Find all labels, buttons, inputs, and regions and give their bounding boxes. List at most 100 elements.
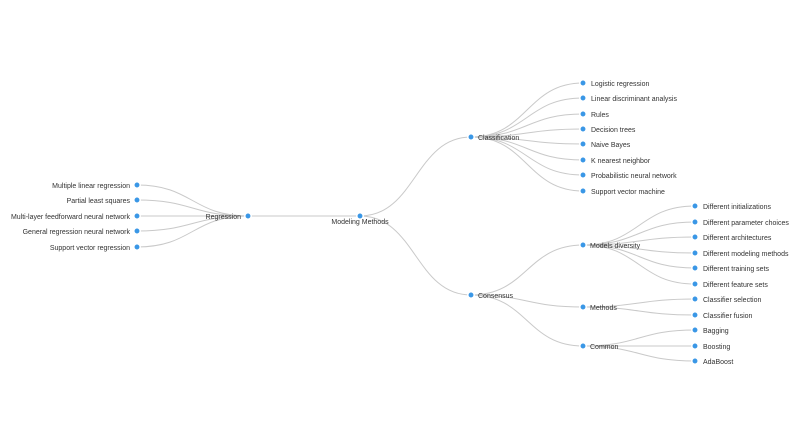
node-methods[interactable]: Methods: [579, 303, 618, 312]
link-different-initializations: [582, 205, 696, 246]
node-label: Rules: [591, 112, 609, 119]
node-dot[interactable]: [579, 303, 587, 311]
link-common: [470, 294, 584, 347]
node-label: Modeling Methods: [331, 219, 389, 226]
node-dot[interactable]: [579, 125, 587, 133]
node-dot[interactable]: [579, 110, 587, 118]
node-logistic-regression[interactable]: Logistic regression: [579, 79, 650, 88]
node-regression[interactable]: Regression: [206, 212, 252, 221]
node-dot[interactable]: [691, 264, 699, 272]
node-consensus[interactable]: Consensus: [467, 291, 514, 300]
node-label: Methods: [590, 305, 617, 312]
node-dot[interactable]: [691, 326, 699, 334]
node-different-modeling-methods[interactable]: Different modeling methods: [691, 249, 789, 258]
node-dot[interactable]: [133, 243, 141, 251]
link-adaboost: [582, 345, 696, 362]
node-dot[interactable]: [133, 212, 141, 220]
node-classifier-selection[interactable]: Classifier selection: [691, 295, 762, 304]
node-modeling-methods[interactable]: Modeling Methods: [331, 212, 389, 226]
link-different-parameter-choices: [582, 221, 696, 246]
node-label: Classification: [478, 135, 519, 142]
node-dot[interactable]: [133, 196, 141, 204]
node-label: Regression: [206, 214, 242, 221]
node-dot[interactable]: [467, 291, 475, 299]
node-label: Consensus: [478, 293, 514, 300]
node-label: Different training sets: [703, 266, 770, 273]
link-logistic-regression: [470, 82, 584, 138]
node-label: Support vector regression: [50, 245, 130, 252]
node-dot[interactable]: [356, 212, 364, 220]
node-support-vector-machine[interactable]: Support vector machine: [579, 187, 665, 196]
node-label: Models diversity: [590, 243, 641, 250]
node-multi-layer-feedforward-neural-network[interactable]: Multi-layer feedforward neural network: [11, 212, 141, 221]
node-dot[interactable]: [133, 227, 141, 235]
tree-links: [136, 82, 696, 362]
node-dot[interactable]: [579, 241, 587, 249]
link-different-feature-sets: [582, 244, 696, 285]
node-classification[interactable]: Classification: [467, 133, 520, 142]
link-classifier-fusion: [582, 306, 696, 316]
node-label: Decision trees: [591, 127, 636, 134]
link-classifier-selection: [582, 298, 696, 308]
node-label: Different architectures: [703, 235, 772, 242]
node-dot[interactable]: [579, 140, 587, 148]
node-dot[interactable]: [691, 218, 699, 226]
link-classification: [359, 136, 472, 217]
node-naive-bayes[interactable]: Naive Bayes: [579, 140, 631, 149]
node-dot[interactable]: [691, 311, 699, 319]
node-dot[interactable]: [579, 156, 587, 164]
node-label: Logistic regression: [591, 81, 649, 88]
node-different-initializations[interactable]: Different initializations: [691, 202, 772, 211]
node-dot[interactable]: [691, 249, 699, 257]
node-dot[interactable]: [579, 342, 587, 350]
link-rules: [470, 113, 584, 138]
node-multiple-linear-regression[interactable]: Multiple linear regression: [52, 181, 141, 190]
node-dot[interactable]: [691, 280, 699, 288]
node-rules[interactable]: Rules: [579, 110, 610, 119]
link-consensus: [359, 215, 472, 296]
node-label: Bagging: [703, 328, 729, 335]
node-probabilistic-neural-network[interactable]: Probabilistic neural network: [579, 171, 677, 180]
link-multiple-linear-regression: [136, 184, 249, 217]
node-bagging[interactable]: Bagging: [691, 326, 729, 335]
node-different-training-sets[interactable]: Different training sets: [691, 264, 770, 273]
node-linear-discriminant-analysis[interactable]: Linear discriminant analysis: [579, 94, 678, 103]
node-models-diversity[interactable]: Models diversity: [579, 241, 641, 250]
node-dot[interactable]: [579, 171, 587, 179]
node-boosting[interactable]: Boosting: [691, 342, 731, 351]
node-dot[interactable]: [133, 181, 141, 189]
node-label: Probabilistic neural network: [591, 173, 677, 180]
node-support-vector-regression[interactable]: Support vector regression: [50, 243, 141, 252]
node-dot[interactable]: [467, 133, 475, 141]
node-label: Different initializations: [703, 204, 771, 211]
node-adaboost[interactable]: AdaBoost: [691, 357, 734, 366]
node-dot[interactable]: [579, 94, 587, 102]
node-label: Naive Bayes: [591, 142, 631, 149]
link-probabilistic-neural-network: [470, 136, 584, 176]
node-label: Multi-layer feedforward neural network: [11, 214, 131, 221]
node-dot[interactable]: [691, 233, 699, 241]
node-dot[interactable]: [579, 79, 587, 87]
node-label: AdaBoost: [703, 359, 733, 366]
node-k-nearest-neighbor[interactable]: K nearest neighbor: [579, 156, 651, 165]
node-different-architectures[interactable]: Different architectures: [691, 233, 772, 242]
node-dot[interactable]: [691, 202, 699, 210]
node-common[interactable]: Common: [579, 342, 619, 351]
node-different-feature-sets[interactable]: Different feature sets: [691, 280, 769, 289]
link-models-diversity: [470, 244, 584, 296]
node-dot[interactable]: [579, 187, 587, 195]
node-classifier-fusion[interactable]: Classifier fusion: [691, 311, 753, 320]
node-partial-least-squares[interactable]: Partial least squares: [67, 196, 141, 205]
node-label: Boosting: [703, 344, 730, 351]
node-label: Classifier selection: [703, 297, 761, 304]
node-label: Different feature sets: [703, 282, 768, 289]
node-dot[interactable]: [244, 212, 252, 220]
node-dot[interactable]: [691, 295, 699, 303]
node-decision-trees[interactable]: Decision trees: [579, 125, 636, 134]
node-different-parameter-choices[interactable]: Different parameter choices: [691, 218, 790, 227]
node-general-regression-neural-network[interactable]: General regression neural network: [23, 227, 141, 236]
node-dot[interactable]: [691, 357, 699, 365]
node-dot[interactable]: [691, 342, 699, 350]
